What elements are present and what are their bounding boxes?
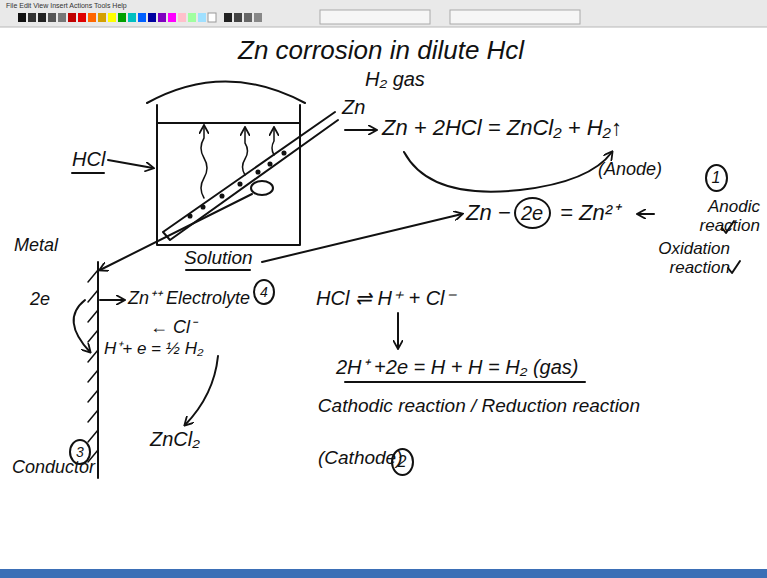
- closeup-leader: [100, 194, 252, 270]
- ion-label: Zn⁺⁺ Electrolyte: [128, 289, 250, 309]
- solution-label: HCl: [72, 148, 105, 170]
- title: Zn corrosion in dilute Hcl: [238, 36, 524, 65]
- arrow: [397, 313, 399, 348]
- electron-label: 2e: [30, 290, 50, 310]
- cathodic-equation: 2H⁺ +2e = H + H = H₂ (gas): [336, 356, 579, 378]
- curved-arrow: [404, 152, 612, 192]
- circled-callout: 2: [391, 448, 414, 476]
- electrode-label: (Cathode): [318, 448, 403, 469]
- ion-label: ← Cl⁻: [150, 318, 196, 338]
- leader-line: [262, 214, 462, 262]
- circled-callout: 1: [705, 164, 728, 192]
- menu-text: File Edit View Insert Actions Tools Help: [6, 2, 127, 10]
- dissociation-equation: HCl ⇌ H⁺ + Cl⁻: [316, 287, 456, 309]
- reaction-equation: Zn + 2HCl = ZnCl₂ + H₂↑: [382, 116, 622, 140]
- callout-number: 1: [712, 170, 721, 186]
- callout-number: 4: [260, 285, 268, 299]
- electrode-label: (Anode): [598, 160, 662, 180]
- beaker-lid: [147, 82, 305, 104]
- bubbles: [188, 126, 286, 218]
- leader-line: [108, 160, 153, 168]
- half-reaction: H⁺+ e = ½ H₂: [104, 340, 203, 359]
- color-palette: [18, 10, 580, 24]
- part-label: Conductor: [12, 458, 95, 478]
- rod-label: Zn: [342, 96, 365, 118]
- beaker: [157, 105, 300, 245]
- reaction-type: Cathodic reaction / Reduction reaction: [300, 396, 640, 417]
- status-bar: [0, 569, 767, 578]
- reaction-type: Anodic reaction: [660, 198, 760, 235]
- toolbar: [0, 0, 767, 27]
- callout-number: 2e: [521, 203, 543, 223]
- underline: [186, 269, 250, 271]
- product-label: ZnCl₂: [150, 428, 200, 450]
- reaction-type: Oxidation reaction: [640, 240, 730, 277]
- liquid-level: [157, 122, 300, 124]
- circled-callout: 4: [253, 279, 275, 305]
- arrow: [345, 129, 376, 131]
- callout-number: 2: [398, 454, 407, 470]
- circled-callout: 3: [69, 439, 91, 465]
- half-reaction: Zn −: [466, 201, 511, 225]
- electron-arrow: [74, 300, 90, 352]
- part-label: Metal: [14, 236, 58, 256]
- callout-number: 3: [76, 445, 84, 459]
- underline: [345, 381, 585, 383]
- hatching: [88, 270, 98, 462]
- zinc-rod: [163, 112, 338, 240]
- half-reaction: = Zn²⁺: [560, 201, 619, 225]
- closeup-mark: [251, 181, 273, 195]
- gas-label: H₂ gas: [365, 68, 425, 90]
- circled-callout: 2e: [514, 197, 551, 229]
- part-label: Solution: [184, 248, 253, 269]
- arrow: [185, 356, 218, 425]
- underline: [72, 172, 104, 174]
- arrow: [100, 299, 124, 301]
- arrow: [638, 213, 654, 215]
